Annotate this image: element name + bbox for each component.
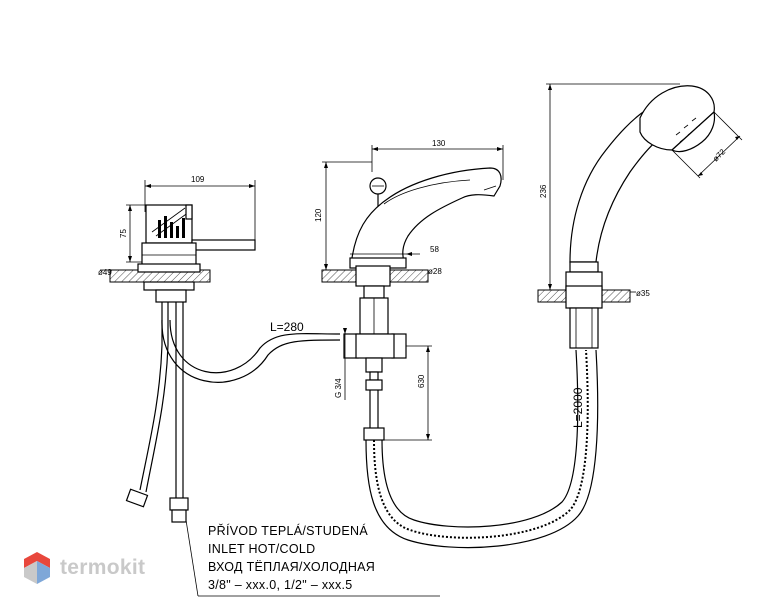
dim-shower-height: 236	[539, 184, 548, 198]
dim-thread: G 3/4	[334, 378, 343, 398]
dim-hose-right: L=2000	[571, 387, 585, 428]
spout-assembly: 130 120 58 ø28	[314, 139, 504, 441]
legend-line-ru: ВХОД ТЁПЛАЯ/ХОЛОДНАЯ	[208, 560, 375, 574]
dim-spout-base-dia: ø28	[428, 267, 442, 276]
dim-hose-left: L=280	[270, 320, 304, 334]
dim-spout-length: 130	[432, 139, 446, 148]
dim-lever-width: 109	[191, 175, 205, 184]
inlet-legend: PŘÍVOD TEPLÁ/STUDENÁ INLET HOT/COLD ВХОД…	[185, 519, 440, 597]
legend-line-sizes: 3/8" – xxx.0, 1/2" – xxx.5	[208, 578, 353, 592]
dim-spout-base-width: 58	[430, 245, 439, 254]
termokit-logo-text: termokit	[60, 556, 146, 579]
dim-lever-base-dia: ø49	[98, 268, 112, 277]
lever-valve: 109 75 ø49	[98, 175, 341, 523]
dim-lever-height: 75	[119, 229, 128, 238]
dim-shower-base-dia: ø35	[636, 289, 650, 298]
dim-outlet-drop: 630	[417, 374, 426, 388]
shower-handset: 236 ø72 ø35	[537, 83, 743, 349]
spiral-hose: L=2000	[365, 349, 599, 549]
dim-spout-height: 120	[314, 208, 323, 222]
termokit-logo-icon	[24, 552, 50, 584]
termokit-watermark: termokit	[22, 548, 145, 588]
legend-line-cz: PŘÍVOD TEPLÁ/STUDENÁ	[208, 523, 368, 538]
legend-line-en: INLET HOT/COLD	[208, 542, 315, 556]
